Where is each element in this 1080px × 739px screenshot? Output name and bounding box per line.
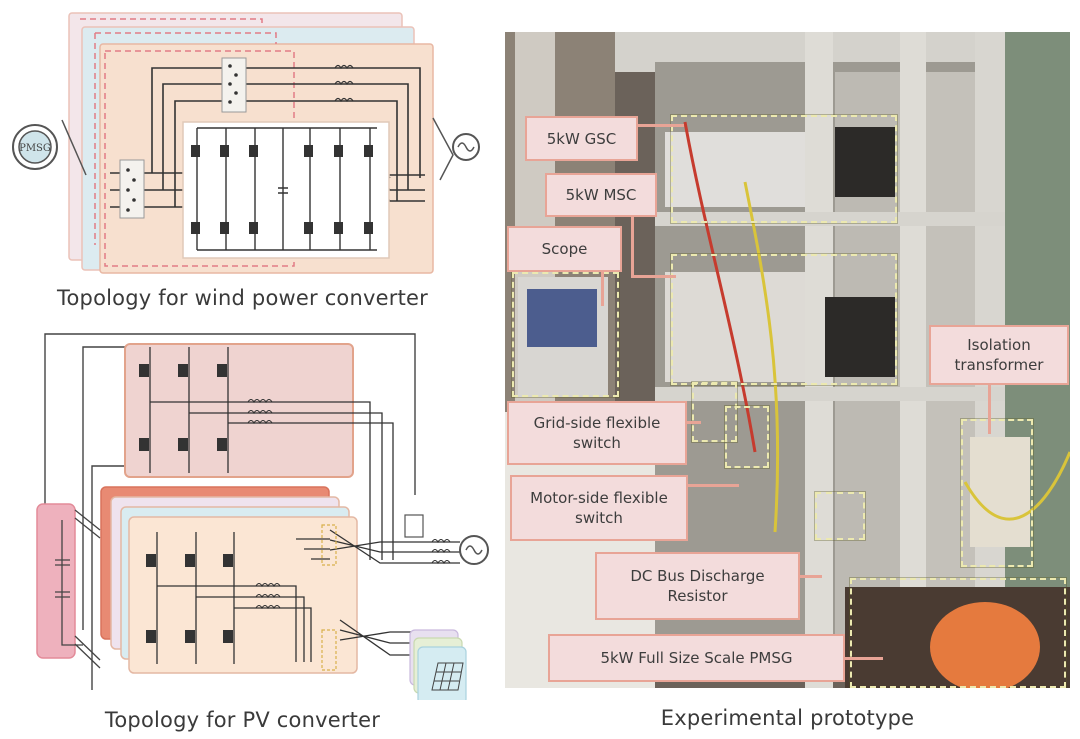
arrow-scope: [601, 272, 604, 306]
prototype-photo: 5kW GSC 5kW MSC Scope Grid-side flexible…: [505, 32, 1070, 688]
pv-grid-source-icon: [459, 535, 489, 565]
arrow-dc-resistor: [800, 575, 822, 578]
pv-converter-inductors: [255, 538, 451, 610]
wind-left-breaker: [61, 119, 87, 176]
wind-caption: Topology for wind power converter: [57, 286, 428, 310]
arrow-motor-switch: [687, 484, 739, 487]
pmsg-label: PMSG: [19, 143, 51, 154]
pv-stack-layer-4: [128, 516, 358, 674]
highlight-gsc: [671, 115, 897, 223]
pv-frame-wires: [44, 333, 416, 690]
pv-converter-diagram: Topology for PV converter: [0, 320, 490, 739]
label-5kw-gsc: 5kW GSC: [525, 116, 638, 161]
solar-panel-icon: [431, 662, 464, 691]
label-pmsg: 5kW Full Size Scale PMSG: [548, 634, 845, 682]
arrow-grid-switch: [687, 421, 701, 424]
pv-inverter-bridges: [149, 347, 394, 560]
wind-grid-source-icon: [452, 133, 480, 161]
label-isolation-transformer: Isolation transformer: [929, 325, 1069, 385]
highlight-dc-resistor: [815, 492, 865, 540]
pv-filter-switch-bottom: [321, 629, 337, 671]
arrow-isolation: [988, 382, 991, 434]
pv-array-layer-3: [417, 646, 467, 700]
wind-topology-svg: PMSG: [12, 12, 480, 274]
highlight-isolation: [961, 419, 1033, 567]
dc-capacitor-wires: [55, 509, 101, 669]
wind-converter-diagram: PMSG: [0, 0, 490, 310]
wind-switch-module-glyphs: [126, 64, 238, 212]
photo-caption: Experimental prototype: [660, 706, 915, 730]
pv-filter-switch-top: [321, 524, 337, 566]
pv-inverter-inductors: [247, 398, 273, 425]
back-to-back-converter-box: [182, 121, 390, 259]
wind-dashed-outline-back: [80, 18, 263, 26]
arrow-msc-h: [631, 275, 676, 278]
wind-grid-transformer: [432, 117, 454, 181]
pv-converter-igbts: [146, 554, 233, 643]
igbt-devices: [191, 145, 373, 234]
pv-topology-svg: [36, 333, 489, 700]
highlight-scope: [512, 272, 619, 397]
arrow-msc: [631, 215, 634, 277]
label-grid-side-switch: Grid-side flexible switch: [507, 401, 687, 465]
arrow-pmsg: [845, 657, 883, 660]
label-5kw-msc: 5kW MSC: [545, 173, 657, 217]
pv-grid-breaker: [404, 514, 424, 538]
sine-glyph: [465, 545, 483, 555]
pv-inverter-block: [124, 343, 354, 478]
label-motor-side-switch: Motor-side flexible switch: [510, 475, 688, 541]
pv-inverter-igbts: [139, 364, 227, 451]
wind-switch-module-top: [221, 57, 247, 113]
wind-switch-module-left: [119, 159, 145, 219]
arrow-gsc: [638, 124, 684, 127]
highlight-msc: [671, 254, 897, 385]
highlight-motor-switch: [725, 406, 769, 468]
highlight-grid-switch: [692, 382, 737, 442]
sine-glyph: [457, 142, 475, 152]
label-dc-bus-resistor: DC Bus Discharge Resistor: [595, 552, 800, 620]
pmsg-outer-circle: [12, 124, 58, 170]
label-scope: Scope: [507, 226, 622, 272]
pmsg-inner-circle: [18, 130, 52, 164]
pv-caption: Topology for PV converter: [104, 708, 381, 732]
dc-capacitor-block: [36, 503, 76, 659]
highlight-pmsg: [850, 578, 1066, 688]
wind-dashed-outline-front: [104, 50, 295, 267]
wind-dashed-outline-mid: [94, 32, 277, 245]
